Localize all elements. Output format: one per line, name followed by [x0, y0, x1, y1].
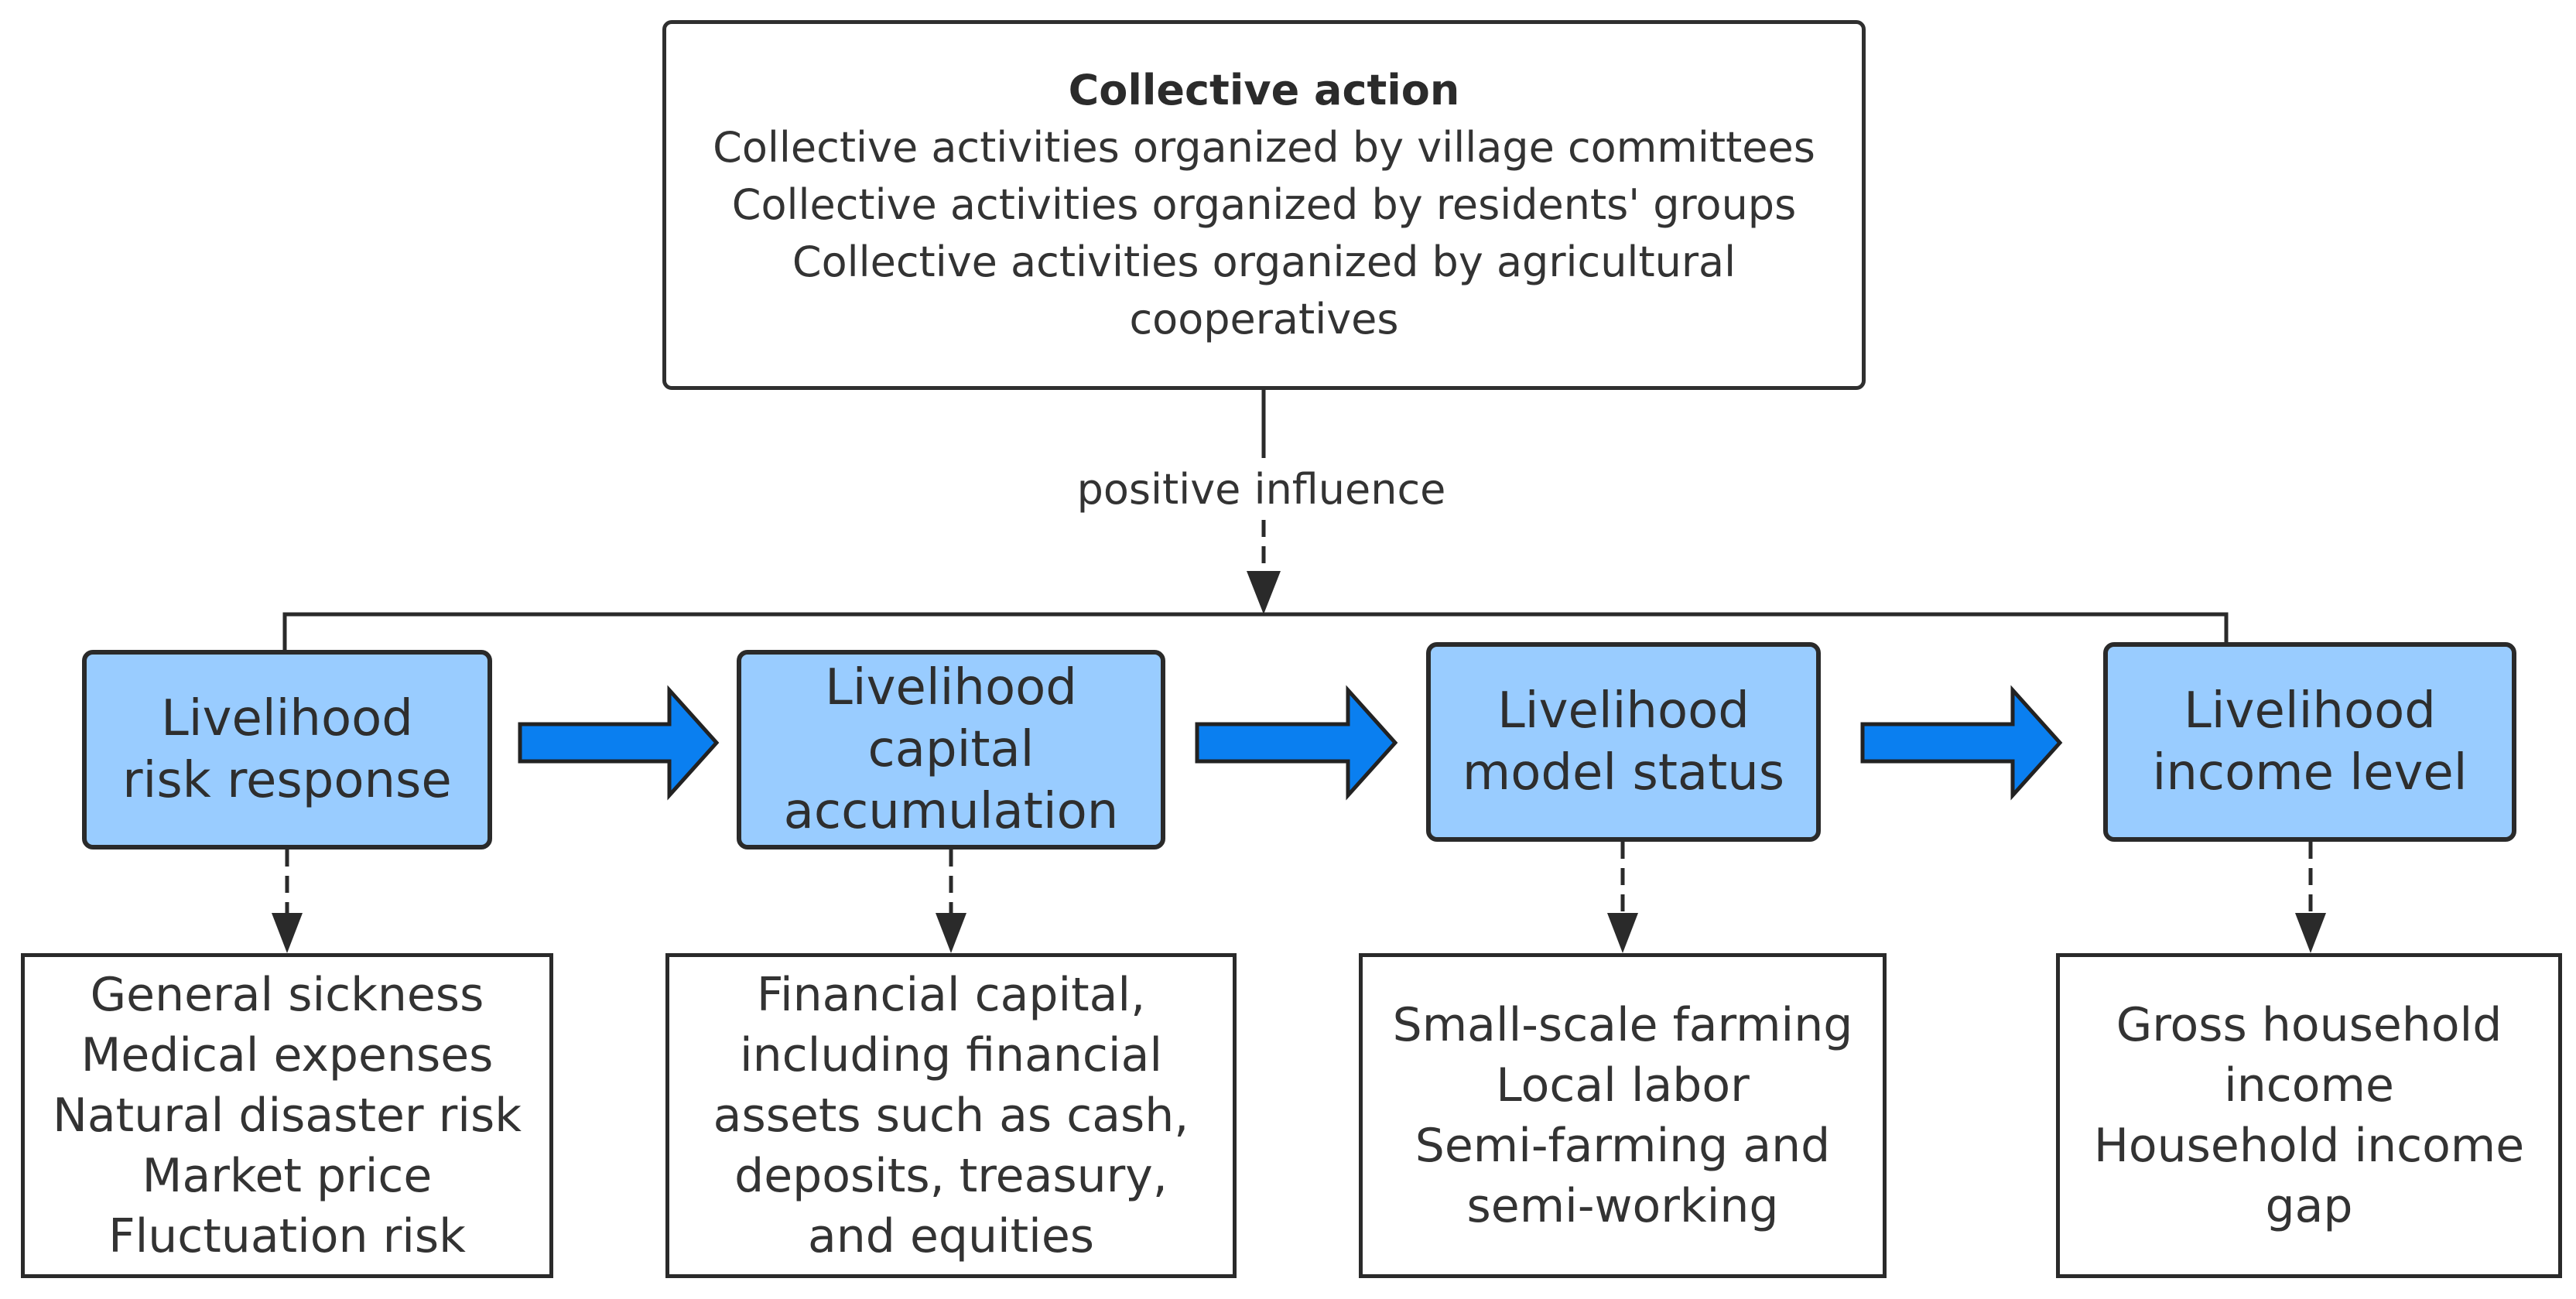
detail-line: and equities: [807, 1209, 1095, 1263]
stage-label: Livelihood capital accumulation: [783, 659, 1119, 840]
positive-influence-label: positive influence: [1060, 458, 1462, 520]
detail-line: Local labor: [1496, 1058, 1750, 1113]
detail-line: Fluctuation risk: [108, 1209, 466, 1263]
detail-line: Household income: [2093, 1119, 2525, 1173]
collective-action-line: Collective activities organized by resid…: [731, 180, 1797, 229]
detail-line: Natural disaster risk: [53, 1089, 522, 1143]
stage-capital-accumulation: Livelihood capital accumulation: [737, 650, 1165, 849]
detail-line: assets such as cash,: [713, 1089, 1189, 1143]
detail-line: Small-scale farming: [1392, 998, 1853, 1052]
bracket-line: [282, 612, 2229, 650]
flow-arrow-2: [1195, 685, 1398, 801]
influence-arrowhead: [1247, 571, 1281, 614]
detail-line: Financial capital,: [756, 968, 1146, 1022]
detail-risk-response: General sickness Medical expenses Natura…: [21, 953, 553, 1278]
stage-risk-response: Livelihood risk response: [82, 650, 492, 849]
detail-arrowhead-2: [936, 913, 966, 953]
detail-line: including financial: [739, 1028, 1163, 1082]
detail-line: semi-working: [1466, 1179, 1779, 1233]
detail-arrowhead-3: [1607, 913, 1638, 953]
detail-line: Semi-farming and: [1415, 1119, 1831, 1173]
stage-model-status: Livelihood model status: [1426, 642, 1821, 842]
collective-action-box: Collective action Collective activities …: [662, 20, 1866, 390]
stage-label: Livelihood risk response: [122, 690, 452, 809]
detail-capital-accumulation: Financial capital, including financial a…: [665, 953, 1237, 1278]
collective-action-title: Collective action: [1068, 66, 1460, 115]
detail-line: Medical expenses: [80, 1028, 494, 1082]
stage-label: Livelihood income level: [2152, 682, 2468, 802]
flow-arrow-3: [1860, 685, 2063, 801]
stage-label: Livelihood model status: [1462, 682, 1785, 802]
detail-line: General sickness: [90, 968, 484, 1022]
detail-income-level: Gross household income Household income …: [2056, 953, 2562, 1278]
detail-line: Market price: [142, 1149, 433, 1203]
collective-action-line: Collective activities organized by villa…: [713, 123, 1815, 172]
detail-line: gap: [2265, 1179, 2353, 1233]
detail-line: income: [2224, 1058, 2394, 1113]
detail-line: deposits, treasury,: [734, 1149, 1168, 1203]
detail-model-status: Small-scale farming Local labor Semi-far…: [1359, 953, 1887, 1278]
collective-action-line: Collective activities organized by agric…: [792, 238, 1736, 286]
detail-arrowhead-1: [272, 913, 303, 953]
stage-income-level: Livelihood income level: [2103, 642, 2516, 842]
flow-arrow-1: [518, 685, 720, 801]
detail-line: Gross household: [2116, 998, 2502, 1052]
detail-arrowhead-4: [2295, 913, 2326, 953]
collective-action-line: cooperatives: [1129, 295, 1399, 344]
